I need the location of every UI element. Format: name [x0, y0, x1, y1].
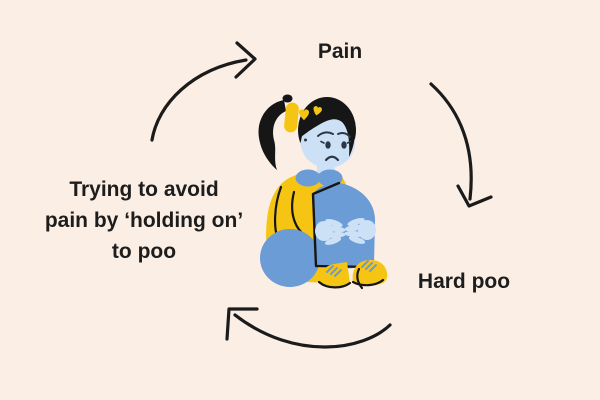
face-features [317, 131, 352, 162]
ear [300, 136, 312, 152]
avoid-line-1: Trying to avoid [69, 178, 219, 201]
arrow-pain-to-hard-poo [429, 82, 493, 208]
arrow-hard-poo-to-avoid [225, 307, 392, 349]
avoid-line-2: pain by ‘holding on’ [44, 209, 244, 232]
head [298, 97, 356, 168]
hip [260, 229, 320, 287]
avoid-line-3: to poo [111, 240, 177, 263]
sad-girl-illustration [258, 94, 388, 290]
heart-icon [298, 106, 322, 121]
hands [315, 218, 376, 245]
earring [304, 138, 307, 142]
node-label-pain: Pain [317, 40, 363, 63]
knees [313, 183, 376, 269]
collar [295, 169, 343, 187]
hair-bangs [300, 101, 355, 157]
arrow-avoid-to-pain [150, 41, 257, 142]
shoes [317, 259, 388, 290]
ponytail [258, 100, 286, 170]
knee-outline [311, 181, 341, 268]
hair-tuft [282, 94, 293, 103]
node-label-hard-poo: Hard poo [417, 270, 511, 293]
node-label-avoid: Trying to avoid pain by ‘holding on’ to … [45, 174, 243, 267]
hair-scrunchie [284, 102, 299, 133]
